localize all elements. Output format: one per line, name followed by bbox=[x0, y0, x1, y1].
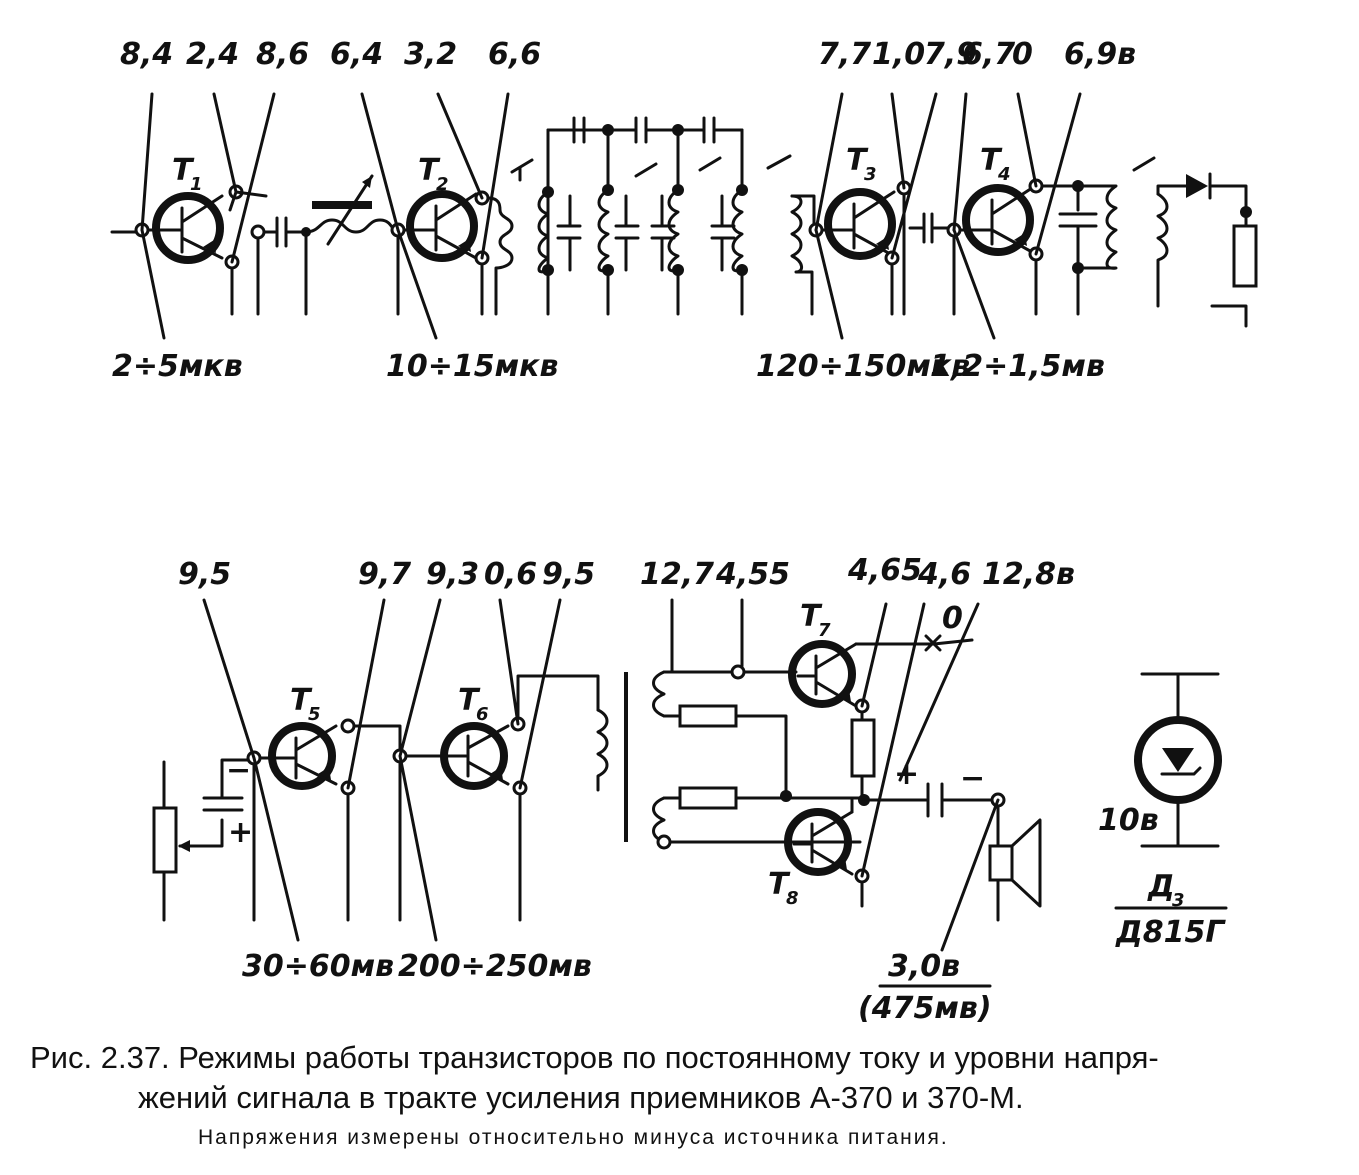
v-t1-collector: 8,4 bbox=[120, 37, 173, 72]
t1-sub: 1 bbox=[190, 174, 203, 195]
v-t4-emitter: 0 bbox=[1012, 37, 1033, 72]
transistor-t3 bbox=[808, 180, 912, 316]
t2-sub: 2 bbox=[436, 174, 449, 195]
zero-mark: 0 bbox=[942, 601, 963, 636]
t6-name: T bbox=[458, 683, 481, 718]
caption-line-1: Рис. 2.37. Режимы работы транзисторов по… bbox=[30, 1040, 1159, 1075]
output-level: 3,0в bbox=[888, 949, 960, 984]
v-supply: 12,8в bbox=[982, 557, 1075, 592]
t3-sub: 3 bbox=[864, 164, 877, 185]
v-t5-emitter: 9,7 bbox=[358, 557, 411, 592]
v-t8-emitter: 4,6 bbox=[917, 557, 971, 592]
t2-name: T bbox=[418, 153, 441, 188]
v-t7-emitter: 4,65 bbox=[847, 553, 922, 588]
bottom-chain: − + bbox=[152, 553, 1075, 1026]
signal-level-t4: 1,2÷1,5мв bbox=[930, 349, 1105, 384]
t8-name: T bbox=[768, 867, 791, 902]
top-chain: 8,4 2,4 8,6 6,4 3,2 6,6 7,7 1,0 7,9 6,7 … bbox=[110, 37, 1258, 384]
transistor-t5 bbox=[246, 718, 402, 922]
v-t3-emitter: 1,0 bbox=[872, 37, 925, 72]
caption-line-2: жений сигнала в тракте усиления приемник… bbox=[138, 1080, 1024, 1115]
signal-level-t3: 120÷150мкв bbox=[756, 349, 970, 384]
t5-name: T bbox=[290, 683, 313, 718]
signal-level-t2: 10÷15мкв bbox=[386, 349, 559, 384]
t7-sub: 7 bbox=[818, 620, 831, 641]
t6-sub: 6 bbox=[476, 704, 489, 725]
v-t6-emitter: 0,6 bbox=[484, 557, 537, 592]
t5-sub: 5 bbox=[308, 704, 321, 725]
v-t6-base: 9,5 bbox=[542, 557, 595, 592]
v-t7-base: 4,55 bbox=[715, 557, 790, 592]
t4-sub: 4 bbox=[997, 164, 1011, 185]
v-t3-base: 7,9 bbox=[924, 37, 977, 72]
transistor-t8 bbox=[784, 798, 870, 908]
output-level-ac: (475мв) bbox=[858, 991, 992, 1026]
v-t2-base: 6,6 bbox=[488, 37, 541, 72]
zener-ref-sub: 3 bbox=[1172, 890, 1185, 911]
t4-name: T bbox=[980, 143, 1003, 178]
signal-level-t5: 30÷60мв bbox=[242, 949, 394, 984]
v-t5-collector: 9,5 bbox=[178, 557, 231, 592]
leader-lines-top bbox=[140, 92, 1082, 264]
caption-note: Напряжения измерены относительно минуса … bbox=[198, 1126, 949, 1149]
v-t2-collector: 6,4 bbox=[330, 37, 383, 72]
v-t4-collector: 6,7 bbox=[962, 37, 1015, 72]
t1-name: T bbox=[172, 153, 195, 188]
v-transformer: 12,7 bbox=[640, 557, 714, 592]
v-t4-base: 6,9в bbox=[1064, 37, 1136, 72]
t8-sub: 8 bbox=[786, 888, 799, 909]
t3-name: T bbox=[846, 143, 869, 178]
v-t1-base: 8,6 bbox=[256, 37, 309, 72]
v-t1-emitter: 2,4 bbox=[186, 37, 239, 72]
out-cap-minus: − bbox=[960, 761, 985, 796]
zener-ref: Д bbox=[1147, 869, 1175, 904]
v-t3-collector: 7,7 bbox=[818, 37, 871, 72]
transistor-t6 bbox=[440, 674, 600, 922]
zener-diode: 10в Д 3 Д815Г bbox=[1098, 672, 1228, 950]
v-t2-emitter: 3,2 bbox=[404, 37, 457, 72]
v-t6-collector: 9,3 bbox=[426, 557, 479, 592]
t7-name: T bbox=[800, 599, 823, 634]
signal-level-t1: 2÷5мкв bbox=[112, 349, 243, 384]
zener-type: Д815Г bbox=[1115, 915, 1226, 950]
zener-voltage: 10в bbox=[1098, 803, 1159, 838]
leader-lines-bottom bbox=[202, 598, 1000, 952]
transistor-t4 bbox=[946, 178, 1044, 316]
electrolytic-plus: + bbox=[228, 815, 253, 850]
signal-level-t6: 200÷250мв bbox=[398, 949, 592, 984]
figure-caption: Рис. 2.37. Режимы работы транзисторов по… bbox=[30, 1040, 1159, 1149]
transistor-t7 bbox=[788, 640, 936, 722]
